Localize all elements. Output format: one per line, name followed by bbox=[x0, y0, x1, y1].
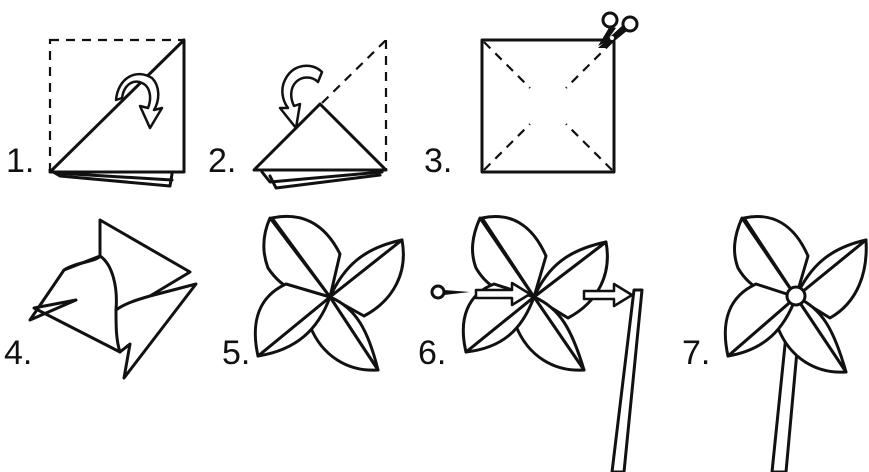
step-1-label: 1. bbox=[6, 142, 34, 180]
step-6: 6. bbox=[418, 217, 642, 472]
step-3-cut-diagram bbox=[482, 40, 614, 172]
step-7-label: 7. bbox=[682, 334, 710, 372]
step-3-label: 3. bbox=[424, 142, 452, 180]
pin-icon bbox=[432, 286, 470, 298]
step-1-fold-diagram bbox=[50, 40, 184, 186]
step-7: 7. bbox=[682, 217, 866, 472]
step-4-label: 4. bbox=[4, 334, 32, 372]
step-2: 2. bbox=[208, 40, 386, 188]
step-3: 3. bbox=[424, 13, 637, 180]
step-5-pinwheel bbox=[255, 216, 403, 370]
step-5: 5. bbox=[222, 216, 403, 372]
step-2-label: 2. bbox=[208, 142, 236, 180]
step-5-label: 5. bbox=[222, 334, 250, 372]
step-2-fold-diagram bbox=[254, 40, 386, 188]
step-4: 4. bbox=[4, 220, 196, 378]
step-1: 1. bbox=[6, 40, 184, 186]
stick bbox=[612, 290, 642, 472]
pinwheel-hub bbox=[787, 287, 805, 305]
step-6-label: 6. bbox=[418, 334, 446, 372]
step-7-pinwheel bbox=[725, 217, 866, 373]
step-4-folding-diagram bbox=[30, 220, 196, 378]
scissors-icon bbox=[598, 13, 637, 48]
